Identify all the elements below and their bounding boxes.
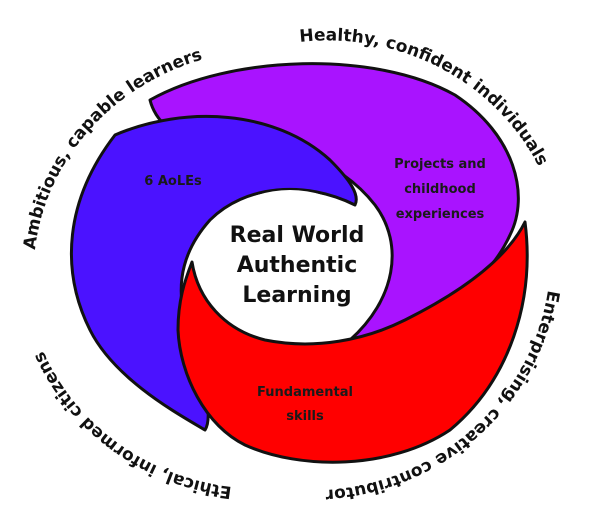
purple-segment-label-line1: Projects and bbox=[394, 157, 486, 172]
purple-segment-label-line2: childhood bbox=[404, 182, 476, 197]
red-segment-label-line1: Fundamental bbox=[257, 385, 353, 400]
purple-segment-label-line3: experiences bbox=[396, 207, 485, 222]
center-circle bbox=[202, 190, 378, 330]
red-segment bbox=[176, 220, 529, 464]
blue-segment-label: 6 AoLEs bbox=[144, 174, 202, 189]
blue-segment bbox=[69, 115, 358, 432]
center-label-line1: Real World bbox=[230, 223, 365, 248]
red-segment-label-line2: skills bbox=[286, 409, 324, 424]
center-label-line3: Learning bbox=[242, 283, 351, 308]
center-label-line2: Authentic bbox=[237, 253, 358, 278]
